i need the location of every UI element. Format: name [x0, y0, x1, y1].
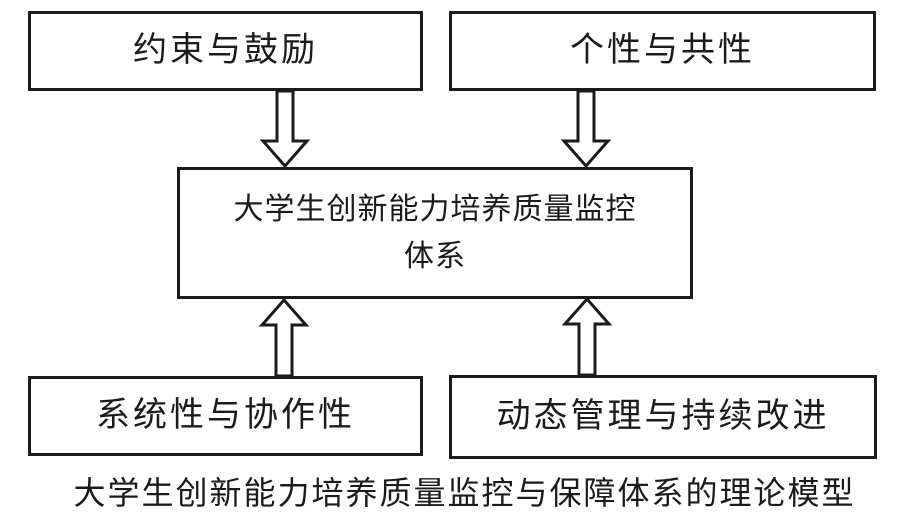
down-arrow-top-left-to-center-icon [259, 89, 311, 169]
up-arrow-bottom-right-to-center-icon [561, 296, 613, 377]
node-center-label-line2: 体系 [404, 240, 466, 273]
node-bottom-left: 系统性与协作性 [28, 376, 423, 456]
node-center: 大学生创新能力培养质量监控 体系 [177, 167, 693, 299]
node-top-right: 个性与共性 [449, 11, 876, 91]
node-top-left-label: 约束与鼓励 [133, 32, 318, 69]
node-bottom-right: 动态管理与持续改进 [449, 375, 877, 459]
down-arrow-top-right-to-center-icon [560, 89, 612, 169]
node-bottom-left-label: 系统性与协作性 [96, 397, 355, 434]
node-bottom-right-label: 动态管理与持续改进 [496, 398, 830, 435]
figure-caption: 大学生创新能力培养质量监控与保障体系的理论模型 [73, 475, 856, 511]
node-top-right-label: 个性与共性 [570, 32, 755, 69]
node-center-label-line1: 大学生创新能力培养质量监控 [233, 193, 637, 226]
node-top-left: 约束与鼓励 [28, 11, 423, 91]
up-arrow-bottom-left-to-center-icon [258, 297, 310, 378]
